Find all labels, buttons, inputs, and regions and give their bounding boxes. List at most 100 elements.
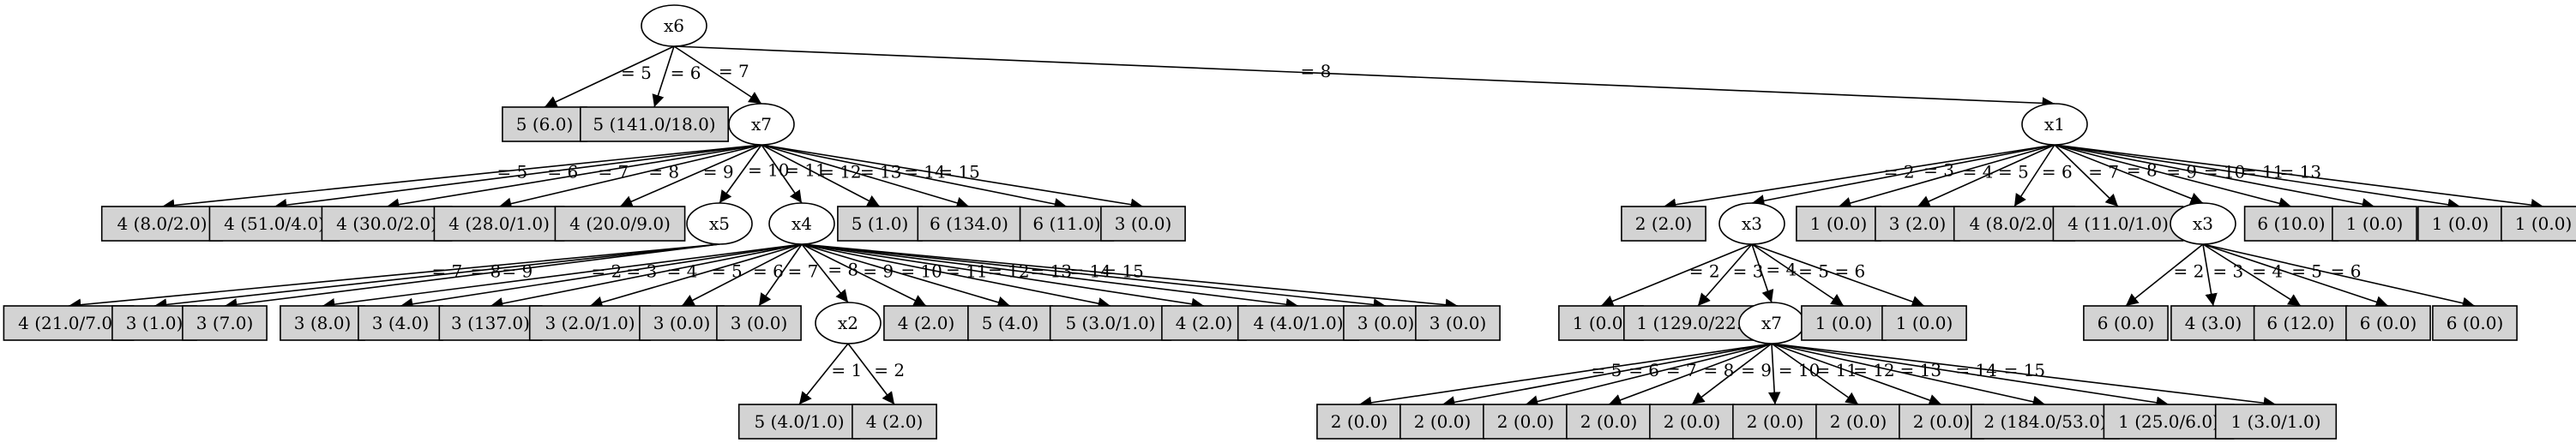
edge-label: = 6 xyxy=(2042,161,2073,182)
edge-x3a-x7b: = 4 xyxy=(1751,243,1797,303)
edge-label: = 4 xyxy=(2252,260,2283,281)
edge-line xyxy=(1751,144,2055,207)
edge-line xyxy=(68,243,720,311)
edge-label: = 8 xyxy=(1704,360,1735,380)
node-label: 2 (2.0) xyxy=(1635,213,1693,234)
edge-x7a-a2: = 6 xyxy=(274,144,762,212)
edge-line xyxy=(2054,144,2119,207)
edge-line xyxy=(761,144,803,204)
node-label: 2 (0.0) xyxy=(1497,411,1555,432)
edge-x7b-h3: = 7 xyxy=(1525,343,1773,408)
leaf-node-c14: 3 (0.0) xyxy=(1415,305,1501,341)
leaf-node-f5: 1 (0.0) xyxy=(1881,305,1967,341)
node-box xyxy=(208,206,340,242)
node-box xyxy=(2345,305,2431,341)
node-box xyxy=(1415,305,1501,341)
node-box xyxy=(1316,404,1402,440)
leaf-node-a9: 6 (134.0) xyxy=(917,206,1021,242)
leaf-node-g2: 4 (3.0) xyxy=(2170,305,2256,341)
edge-line xyxy=(1771,343,2046,408)
node-label: 4 (28.0/1.0) xyxy=(448,213,550,234)
edge-label: = 4 xyxy=(667,260,698,281)
node-label: 1 (25.0/6.0) xyxy=(2118,411,2219,432)
edge-x7a-a4: = 8 xyxy=(498,144,762,210)
edge-x2-d1: = 1 xyxy=(798,343,862,405)
attribute-node-x3a: x3 xyxy=(1718,202,1785,245)
node-label: 3 (0.0) xyxy=(731,313,788,333)
node-box xyxy=(100,206,224,242)
edge-label: = 9 xyxy=(502,260,533,281)
edge-x4-c4: = 5 xyxy=(589,243,803,308)
node-label: 6 (134.0) xyxy=(930,213,1008,234)
edge-x2-d2: = 2 xyxy=(847,343,905,405)
edge-line xyxy=(2125,243,2204,307)
leaf-node-c5: 3 (0.0) xyxy=(639,305,725,341)
node-label: 2 (0.0) xyxy=(1747,411,1804,432)
leaf-node-h11: 1 (3.0/1.0) xyxy=(2214,404,2338,440)
edge-line xyxy=(1663,144,2055,211)
edge-line xyxy=(801,243,1299,311)
edge-line xyxy=(619,144,762,207)
edge-line xyxy=(490,243,803,310)
edge-line xyxy=(498,144,762,210)
edge-label: = 2 xyxy=(1689,260,1720,281)
node-box xyxy=(967,305,1053,341)
edge-label: = 6 xyxy=(1834,260,1865,281)
edge-label: = 3 xyxy=(1923,160,1954,181)
edge-label: = 11 xyxy=(785,160,827,181)
edge-line xyxy=(274,144,762,212)
edge-root-l1: = 5 xyxy=(544,45,675,108)
node-box xyxy=(2052,206,2184,242)
edge-label: = 11 xyxy=(1815,360,1857,380)
node-label: 4 (11.0/1.0) xyxy=(2067,213,2169,234)
edge-line xyxy=(761,144,970,209)
edge-x5-b2: = 8 xyxy=(153,243,720,311)
leaf-node-c4: 3 (2.0/1.0) xyxy=(528,305,652,341)
leaf-node-l2: 5 (141.0/18.0) xyxy=(579,106,729,142)
leaf-node-a2: 4 (51.0/4.0) xyxy=(208,206,340,242)
edge-x4-c3: = 4 xyxy=(490,243,803,310)
leaf-node-h3: 2 (0.0) xyxy=(1483,404,1568,440)
edge-line xyxy=(322,243,803,311)
node-box xyxy=(1796,206,1881,242)
edge-line xyxy=(589,243,803,308)
node-label: 1 (0.0) xyxy=(1810,213,1868,234)
edge-line xyxy=(673,45,2055,110)
leaf-node-h2: 2 (0.0) xyxy=(1399,404,1485,440)
leaf-node-g4: 6 (0.0) xyxy=(2345,305,2431,341)
edge-x3b-g2: = 3 xyxy=(2202,243,2243,307)
node-label: 4 (8.0/2.0) xyxy=(117,213,207,234)
leaf-node-c11: 4 (2.0) xyxy=(1161,305,1247,341)
edge-x1-x3a: = 3 xyxy=(1751,144,2055,207)
edge-label: = 5 xyxy=(497,161,527,182)
edge-line xyxy=(1697,243,1753,307)
leaf-node-e3: 1 (0.0) xyxy=(1796,206,1881,242)
edge-line xyxy=(681,243,803,307)
attribute-node-x4: x4 xyxy=(768,202,835,245)
node-ellipse xyxy=(2021,103,2088,146)
leaf-node-h7: 2 (0.0) xyxy=(1815,404,1901,440)
node-box xyxy=(1881,305,1967,341)
node-label: x7 xyxy=(1761,313,1782,333)
attribute-node-x5: x5 xyxy=(686,202,753,245)
edge-x4-x2: = 8 xyxy=(801,243,858,303)
edge-x7b-h4: = 8 xyxy=(1608,343,1773,406)
node-box xyxy=(2332,206,2417,242)
edge-x7b-h11: = 15 xyxy=(1771,343,2277,410)
edge-line xyxy=(652,45,675,108)
edge-line xyxy=(719,144,762,204)
edge-label: = 8 xyxy=(1301,61,1332,81)
edge-label: = 9 xyxy=(1741,360,1772,380)
edge-line xyxy=(2013,144,2055,207)
edge-x3b-g1: = 2 xyxy=(2125,243,2204,307)
edge-label: = 6 xyxy=(753,260,784,281)
edge-x1-e8: = 9 xyxy=(2054,144,2292,210)
edge-label: = 7 xyxy=(2088,161,2119,182)
leaf-node-a4: 4 (28.0/1.0) xyxy=(433,206,565,242)
node-label: 6 (10.0) xyxy=(2257,213,2325,234)
edge-line xyxy=(801,243,927,307)
edge-label: = 13 xyxy=(2280,161,2322,182)
edges-layer: = 5= 6= 7= 8= 5= 6= 7= 8= 9= 10= 11= 12=… xyxy=(68,45,2544,410)
node-ellipse xyxy=(728,103,795,146)
